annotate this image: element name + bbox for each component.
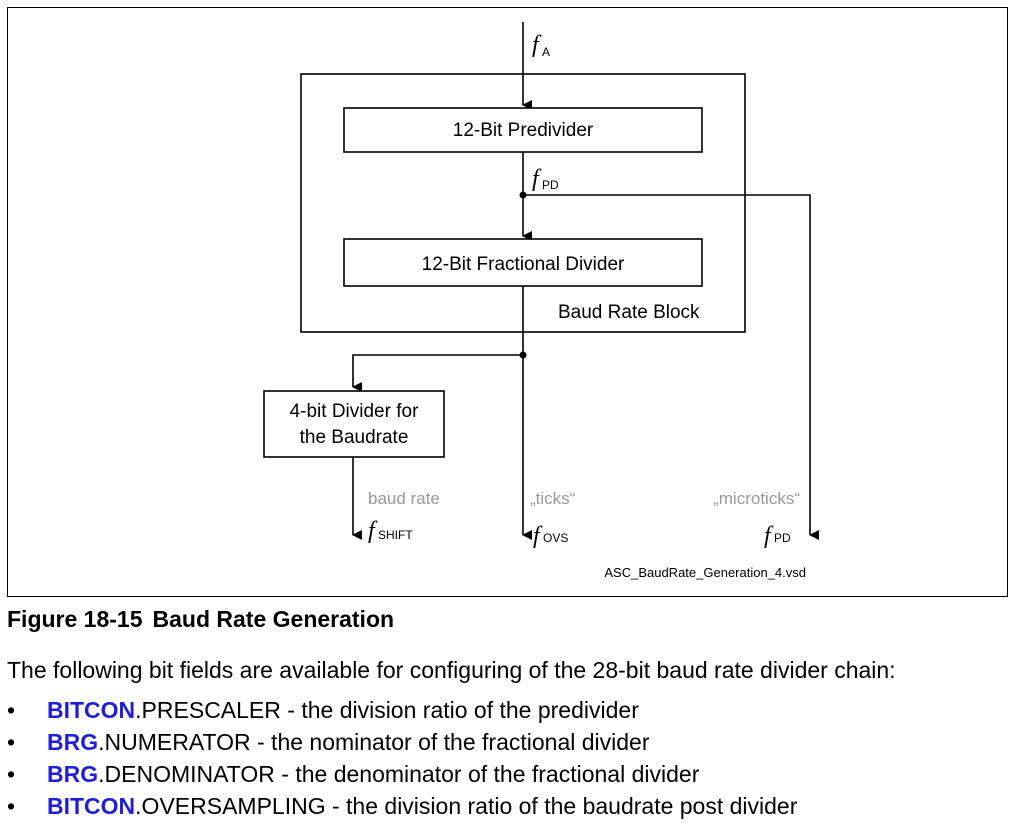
baud-rate-block-label: Baud Rate Block (558, 302, 700, 323)
out-pd-f-symbol: f (764, 523, 774, 549)
out-pd-f-subscript: PD (774, 531, 791, 545)
ovs-f-subscript: OVS (543, 531, 568, 545)
microticks-path (523, 194, 819, 540)
list-item: • BRG.NUMERATOR - the nominator of the fr… (7, 729, 797, 761)
intro-paragraph: The following bit fields are available f… (7, 657, 896, 683)
divider4-line2: the Baudrate (300, 427, 409, 448)
bitfield-description: .OVERSAMPLING - the division ratio of th… (135, 793, 798, 819)
bullet: • (7, 793, 16, 819)
register-link[interactable]: BITCON (47, 697, 136, 723)
input-f-symbol: f (532, 32, 542, 58)
list-item: • BITCON.PRESCALER - the division ratio o… (7, 697, 797, 729)
ovs-description: „ticks“ (530, 489, 576, 508)
bitfield-description: .NUMERATOR - the nominator of the fracti… (98, 729, 650, 755)
microticks-description: „microticks“ (713, 489, 800, 508)
shift-f-subscript: SHIFT (378, 528, 413, 542)
bitfield-description: .DENOMINATOR - the denominator of the fr… (98, 761, 700, 787)
bitfield-description: .PRESCALER - the division ratio of the p… (135, 697, 639, 723)
fractional-divider-box (343, 238, 703, 287)
divider4-box (263, 390, 445, 458)
list-item: • BITCON.OVERSAMPLING - the division rati… (7, 793, 797, 825)
ovs-f-symbol: f (533, 523, 543, 549)
shift-description: baud rate (368, 489, 440, 508)
register-link[interactable]: BRG (47, 761, 99, 787)
bullet: • (7, 697, 16, 723)
input-f-subscript: A (542, 45, 550, 59)
figure-number: Figure 18-15 (7, 606, 143, 632)
list-item: • BRG.DENOMINATOR - the denominator of th… (7, 761, 797, 793)
pd-f-symbol: f (532, 166, 542, 192)
figure-caption: Figure 18-15 Baud Rate Generation (7, 606, 394, 633)
predivider-box (343, 107, 703, 153)
bitfield-list: •BITCON.PRESCALER - the division ratio o… (7, 697, 797, 825)
shift-f-symbol: f (368, 518, 378, 544)
baud-rate-diagram: f A Baud Rate Block 12-Bit Predivider f … (263, 22, 819, 580)
register-link[interactable]: BRG (47, 729, 99, 755)
divider4-line1: 4-bit Divider for (290, 401, 419, 422)
fractional-divider-label: 12-Bit Fractional Divider (422, 254, 625, 275)
figure-frame: f A Baud Rate Block 12-Bit Predivider f … (7, 7, 1008, 597)
figure-title: Baud Rate Generation (152, 606, 395, 632)
bullet: • (7, 761, 16, 787)
register-link[interactable]: BITCON (47, 793, 136, 819)
predivider-label: 12-Bit Predivider (453, 120, 594, 141)
diagram-filename: ASC_BaudRate_Generation_4.vsd (604, 565, 806, 580)
shift-branch (352, 354, 523, 392)
bullet: • (7, 729, 16, 755)
pd-f-subscript: PD (542, 178, 559, 192)
